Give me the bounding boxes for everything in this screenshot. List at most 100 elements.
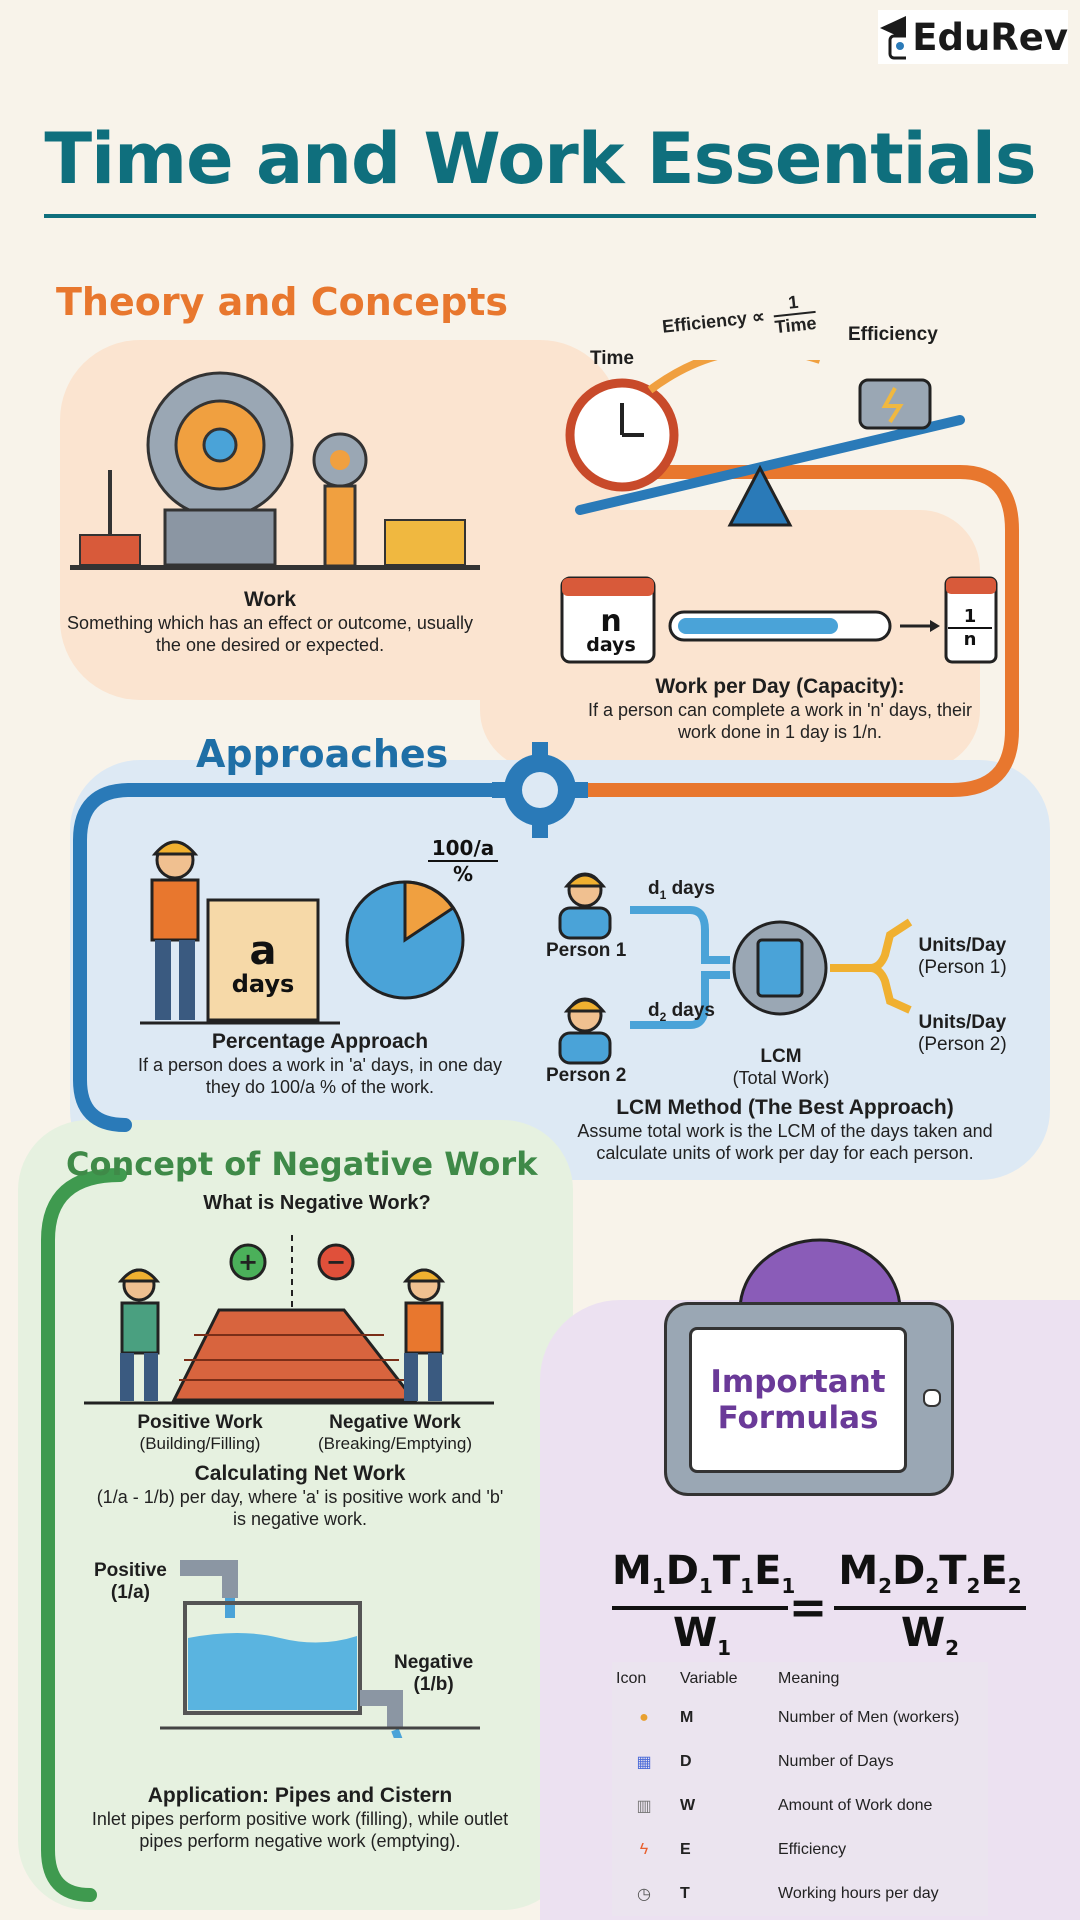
d2-var: d [648,1000,660,1021]
title-divider [44,214,1036,218]
row-variable: T [680,1885,690,1902]
worker-icon [150,840,200,1020]
table-row: ● M Number of Men (workers) [612,1696,988,1740]
gear-icon [492,742,588,838]
d2-label: d2 days [648,1000,715,1024]
th-variable: Variable [680,1670,738,1687]
negative-heading: Concept of Negative Work [66,1145,538,1183]
bank-icon: ▥ [636,1798,652,1815]
cal-frac-den: n [963,629,977,650]
days-box [206,898,320,1022]
row-meaning: Amount of Work done [778,1797,933,1814]
plus-icon [229,1243,267,1281]
row-meaning: Number of Days [778,1753,894,1770]
table-row: ϟ E Efficiency [612,1828,988,1872]
table-row: ▥ W Amount of Work done [612,1784,988,1828]
lcm-label: LCM [760,1046,802,1067]
row-variable: W [680,1797,696,1814]
row-variable: M [680,1709,694,1726]
minus-icon [317,1243,355,1281]
svg-text:−: − [326,1248,346,1276]
negative-bg [18,1120,573,1910]
efficiency-label: Efficiency [848,324,938,345]
pipe-negative-sub: (1/b) [413,1674,454,1695]
pie-label: 100/a % [428,836,498,886]
formula-equals: = [788,1580,828,1634]
d2-suffix: days [666,1000,715,1021]
gear-top-icon [738,1238,902,1310]
work-title: Work [243,588,297,611]
calculator-gear-icon [732,920,828,1016]
pipes-desc: Inlet pipes perform positive work (filli… [91,1809,509,1851]
fraction-bar-right [834,1606,1026,1610]
clock-icon [565,378,679,492]
cal-frac-num: 1 [948,606,992,629]
d1-label: d1 days [648,878,715,902]
percentage-illustration [140,840,465,1025]
variables-table: Icon Variable Meaning ● M Number of Men … [612,1662,988,1916]
efficiency-formula-prefix: Efficiency ∝ [661,306,766,337]
tablet-frame: Important Formulas [664,1302,954,1496]
seesaw-illustration [565,360,965,527]
brand-logo: EduRev [878,10,1068,64]
person2-label: Person 2 [546,1065,627,1086]
table-row: ◷ T Working hours per day [612,1872,988,1916]
lcm-illustration [558,872,913,1065]
th-meaning: Meaning [778,1670,840,1687]
machine-illustration [70,371,480,570]
net-work-title: Calculating Net Work [194,1462,406,1485]
row-meaning: Number of Men (workers) [778,1709,960,1726]
lcm-title: LCM Method (The Best Approach) [616,1096,954,1119]
work-desc: Something which has an effect or outcome… [67,613,473,655]
screen-line2: Formulas [717,1400,879,1436]
clock-icon: ◷ [637,1886,651,1903]
cistern-illustration [160,1560,480,1738]
th-icon: Icon [616,1670,647,1687]
row-meaning: Working hours per day [778,1885,939,1902]
calendar-icon: ▦ [636,1754,652,1771]
person1-icon [558,872,612,940]
pie-label-top: 100/a [428,836,498,862]
negative-work-label: Negative Work(Breaking/Emptying) [305,1412,485,1454]
svg-text:+: + [238,1248,258,1276]
graduation-cap-icon [880,16,907,60]
box-a: a [249,928,277,974]
cal-days: days [586,634,636,656]
tablet-screen: Important Formulas [689,1327,907,1473]
lightning-icon: ϟ [639,1841,649,1858]
cal-frac: 1 n [948,606,992,650]
table-header-row: Icon Variable Meaning [612,1662,988,1696]
lcm-sub: (Total Work) [732,1068,830,1088]
net-work-caption: Calculating Net Work (1/a - 1/b) per day… [90,1462,510,1530]
negative-work-sub: (Breaking/Emptying) [317,1434,472,1453]
units1-title: Units/Day [918,935,1007,956]
work-caption: Work Something which has an effect or ou… [60,588,480,656]
table-row: ▦ D Number of Days [612,1740,988,1784]
cal-n: n [600,604,622,639]
formula-left-den: W1 [672,1610,732,1660]
person2-icon [558,997,612,1065]
percentage-desc: If a person does a work in 'a' days, in … [137,1055,503,1097]
builder-icon [117,1268,161,1401]
pipe-negative-label: Negative(1/b) [394,1652,473,1696]
net-work-desc: (1/a - 1/b) per day, where 'a' is positi… [96,1487,504,1529]
units2-sub: (Person 2) [918,1034,1007,1055]
formula-left-num: M1D1T1E1 [612,1548,796,1598]
formula-denominator: Time [773,312,818,338]
pipes-title: Application: Pipes and Cistern [147,1784,453,1807]
negative-subheading: What is Negative Work? [203,1192,431,1214]
worker-icon: ● [639,1709,649,1726]
percentage-title: Percentage Approach [211,1030,429,1053]
capacity-illustration [560,576,998,664]
bricks-illustration: + − [84,1235,494,1405]
capacity-desc: If a person can complete a work in 'n' d… [587,700,973,742]
d1-suffix: days [666,878,715,899]
page-title: Time and Work Essentials [44,118,1036,200]
d1-var: d [648,878,660,899]
theory-heading: Theory and Concepts [56,280,509,324]
fraction-bar-left [612,1606,788,1610]
row-variable: D [680,1753,692,1770]
lcm-caption: LCM Method (The Best Approach) Assume to… [550,1096,1020,1164]
pipes-caption: Application: Pipes and Cistern Inlet pip… [70,1784,530,1852]
positive-work-title: Positive Work [137,1412,263,1433]
